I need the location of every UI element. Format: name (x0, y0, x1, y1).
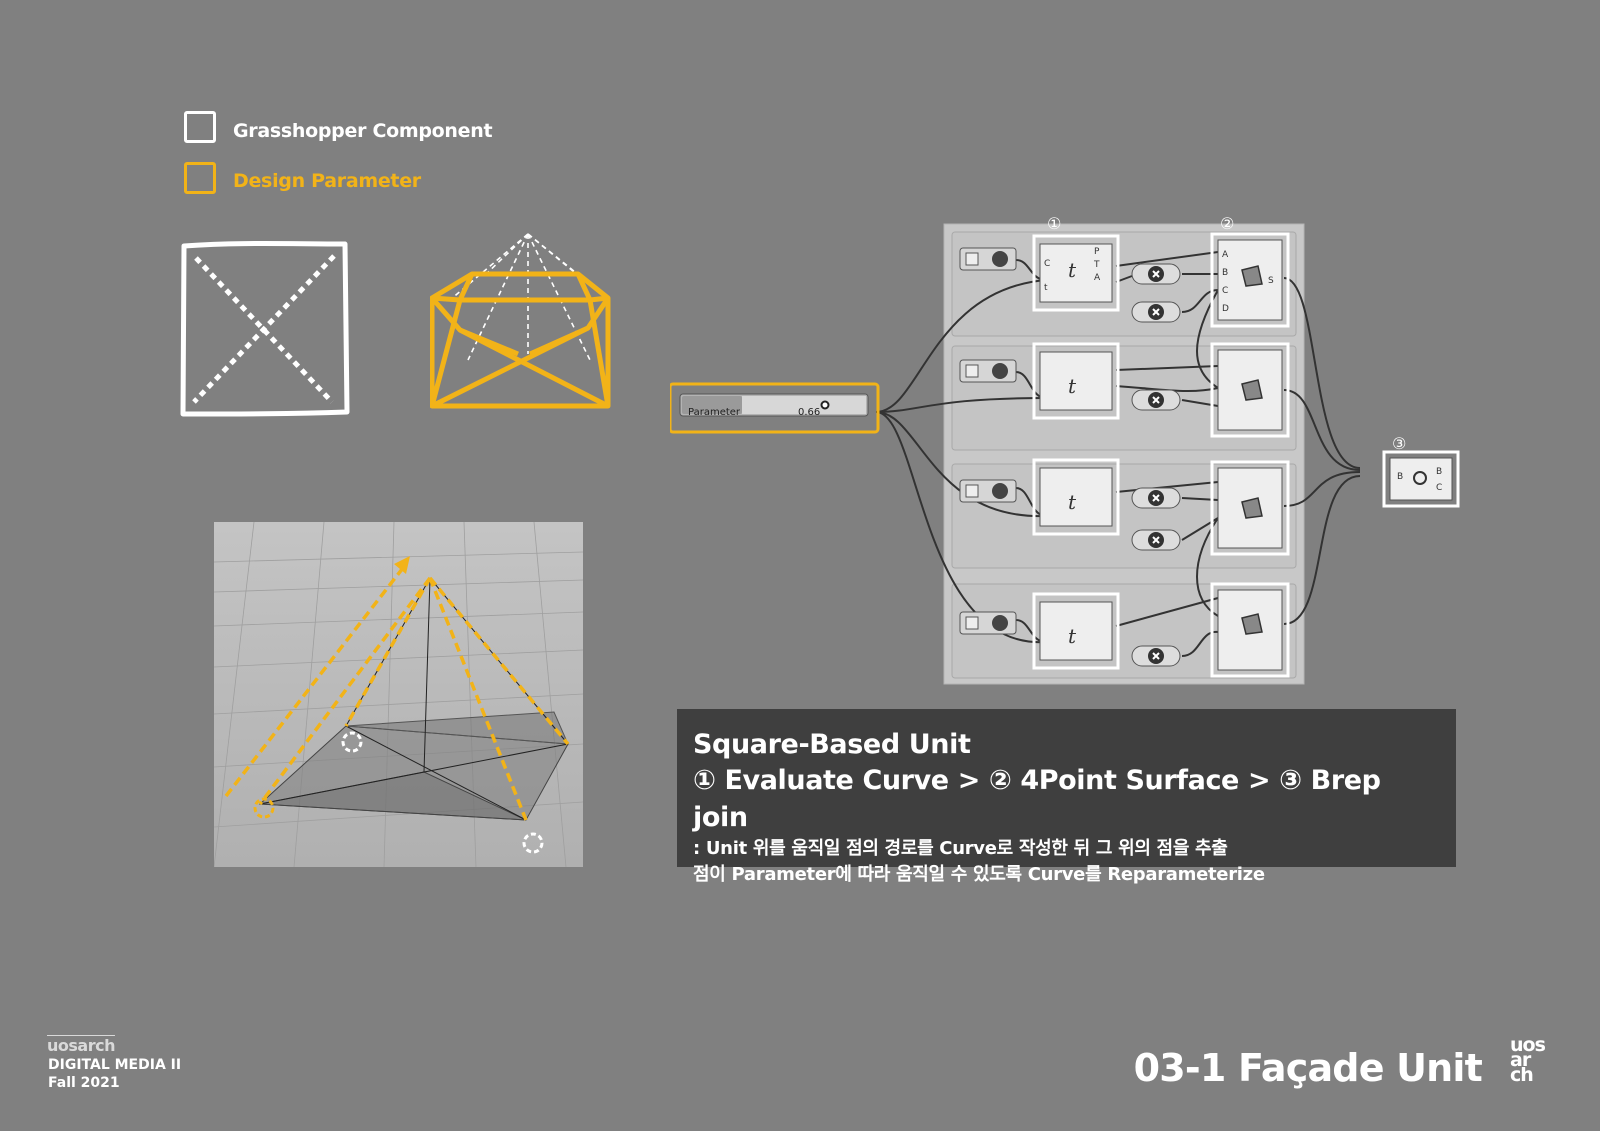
caption-line-2: 점이 Parameter에 따라 움직일 수 있도록 Curve를 Repara… (693, 864, 1265, 885)
evaluate-curve-icon: t (1068, 490, 1077, 514)
legend-component-label: Grasshopper Component (233, 120, 493, 142)
uosarch-logo-right: uos ar ch (1510, 1034, 1546, 1086)
slider-label: Parameter (688, 407, 741, 418)
caption-steps: ① Evaluate Curve > ② 4Point Surface > ③ … (693, 765, 1381, 833)
caption-box: Square-Based Unit ① Evaluate Curve > ② 4… (677, 709, 1456, 885)
marker-2: ② (1220, 214, 1235, 233)
caption-line-1: : Unit 위를 움직일 점의 경로를 Curve로 작성한 뒤 그 위의 점… (693, 838, 1228, 859)
square-plan-diagram (180, 241, 350, 417)
evaluate-curve-icon: t (1068, 258, 1077, 282)
legend-white-box (184, 111, 216, 143)
pyramid-unit-diagram (430, 233, 611, 409)
caption-title: Square-Based Unit (693, 729, 971, 760)
marker-3: ③ (1392, 434, 1407, 453)
page-title: 03-1 Façade Unit (1133, 1046, 1483, 1090)
course-name: DIGITAL MEDIA II (48, 1057, 182, 1073)
parameter-highlight (670, 382, 880, 434)
3d-viewport (214, 522, 583, 867)
uosarch-logo: uosarch (47, 1036, 115, 1055)
course-term: Fall 2021 (48, 1075, 120, 1091)
slider-value[interactable]: 0.66 (798, 407, 821, 418)
grasshopper-canvas (670, 223, 1460, 685)
evaluate-curve-icon: t (1068, 374, 1077, 398)
legend-parameter-label: Design Parameter (233, 170, 421, 192)
marker-1: ① (1047, 214, 1062, 233)
legend-yellow-box (184, 162, 216, 194)
evaluate-curve-icon: t (1068, 624, 1077, 648)
